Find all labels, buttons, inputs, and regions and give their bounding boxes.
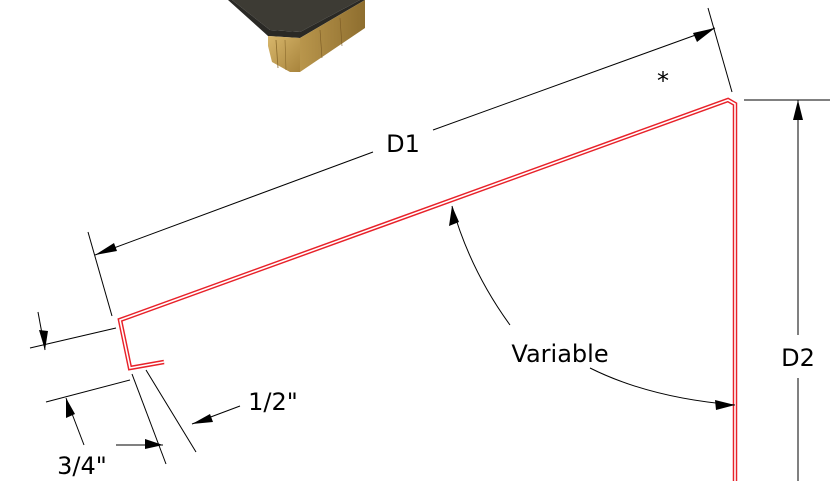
d2-label: D2 <box>781 344 815 372</box>
profile-outline-inner <box>119 99 736 481</box>
dimension-hem-width: 1/2" 3/4" <box>57 369 298 480</box>
d1-label: D1 <box>386 130 420 158</box>
half-inch-label: 1/2" <box>248 388 298 416</box>
dimension-hem-height <box>29 311 131 446</box>
dimension-d1: D1 * <box>87 7 733 317</box>
flashing-profile <box>117 97 738 481</box>
angle-label: Variable <box>511 340 608 368</box>
profile-outline-outer <box>117 97 738 481</box>
dimension-d2: D2 <box>744 99 830 481</box>
angle-variable: Variable <box>449 205 736 410</box>
wood-block-icon <box>228 0 365 72</box>
three-quarter-inch-label: 3/4" <box>57 452 107 480</box>
asterisk-label: * <box>657 67 669 95</box>
